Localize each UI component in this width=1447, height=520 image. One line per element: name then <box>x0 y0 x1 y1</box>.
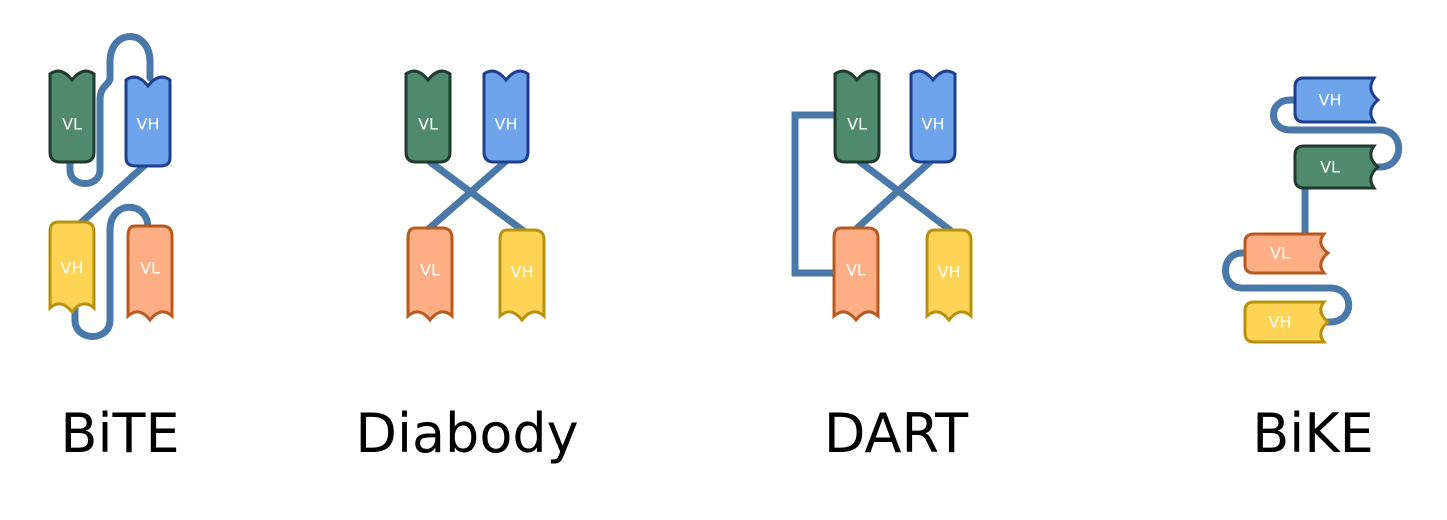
bite-vl-domain-green: VL <box>48 69 96 164</box>
domain-label: VH <box>1269 313 1292 332</box>
diabody-linker-cross-2 <box>421 158 509 236</box>
dart-vl-domain-orange: VL <box>832 226 880 323</box>
domain-label: VH <box>922 115 945 134</box>
diabody-diagram: VL VH VL VH <box>404 69 546 323</box>
domain-label: VL <box>420 261 440 280</box>
dart-vh-domain-yellow: VH <box>925 228 973 323</box>
dart-vl-domain-green: VL <box>833 69 881 164</box>
bike-vl-domain-green: VL <box>1293 144 1381 190</box>
diabody-vl-domain-orange: VL <box>406 226 454 323</box>
dart-diagram: VL VH VL VH <box>791 69 973 323</box>
dart-linker-cross-2 <box>851 158 934 234</box>
format-name-bike: BiKE <box>1252 402 1374 465</box>
domain-label: VH <box>495 115 518 134</box>
bite-linker-top-loop <box>106 33 154 82</box>
bike-vh-domain-blue: VH <box>1293 76 1381 124</box>
diabody-vh-domain-yellow: VH <box>498 228 546 323</box>
dart-vh-domain-blue: VH <box>909 69 957 164</box>
bike-diagram: VH VL VL VH <box>1222 76 1403 344</box>
domain-label: VL <box>140 259 160 278</box>
domain-label: VL <box>846 261 866 280</box>
bite-vh-domain-yellow: VH <box>48 220 96 315</box>
format-name-diabody: Diabody <box>355 402 579 465</box>
bite-diagram: VL VH VH VL <box>48 33 174 340</box>
diabody-vl-domain-green: VL <box>404 69 452 164</box>
format-name-bite: BiTE <box>60 402 180 465</box>
domain-label: VL <box>418 115 438 134</box>
bite-vh-domain-blue: VH <box>124 75 172 168</box>
bite-linker-left-loop <box>66 74 114 187</box>
diabody-vh-domain-blue: VH <box>482 69 530 164</box>
domain-label: VH <box>1319 91 1342 110</box>
bite-linker-mid-loop <box>106 203 152 304</box>
bike-vh-domain-yellow: VH <box>1243 300 1331 344</box>
domain-label: VH <box>511 263 534 282</box>
domain-label: VL <box>1320 158 1340 177</box>
domain-label: VL <box>62 115 82 134</box>
domain-label: VH <box>137 115 160 134</box>
bike-vl-domain-orange: VL <box>1243 232 1331 275</box>
bike-linker-left-loop <box>1222 249 1353 326</box>
domain-label: VL <box>1270 244 1290 263</box>
bite-vl-domain-orange: VL <box>126 224 174 323</box>
domain-label: VH <box>938 263 961 282</box>
diabody-linker-cross-1 <box>426 158 529 236</box>
domain-label: VH <box>61 259 84 278</box>
bite-linker-cross <box>71 161 149 232</box>
bite-linker-bottom-loop <box>71 296 114 340</box>
bike-linker-top-loop <box>1270 96 1403 171</box>
domain-label: VL <box>847 115 867 134</box>
format-name-dart: DART <box>823 402 969 465</box>
dart-linker-disulfide <box>791 111 839 277</box>
dart-linker-cross-1 <box>856 158 954 234</box>
